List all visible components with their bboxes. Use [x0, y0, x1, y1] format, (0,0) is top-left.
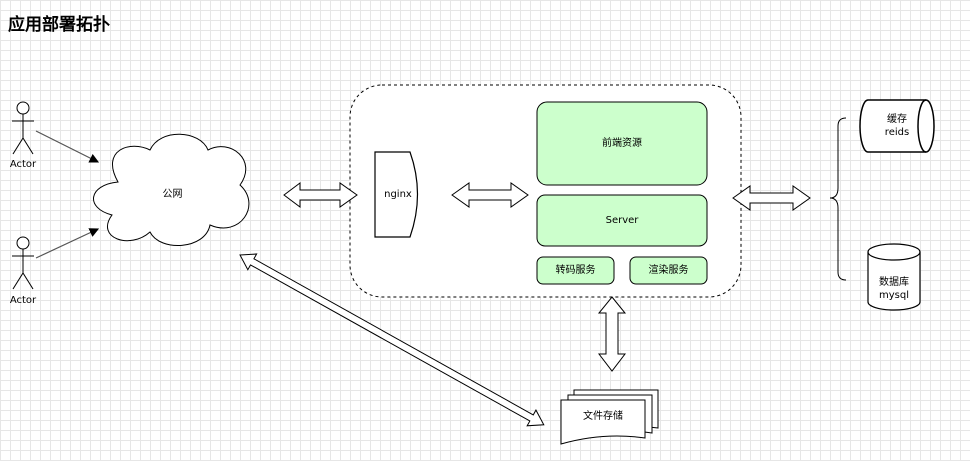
cloud-nginx-arrow: [283, 182, 358, 208]
frontend-resources-node[interactable]: [536, 101, 708, 186]
storage-brace: [829, 117, 847, 281]
actor-figure[interactable]: [12, 236, 34, 290]
file-storage-node[interactable]: [560, 389, 659, 445]
cloud-label: 公网: [162, 189, 183, 200]
actor-label: Actor: [9, 295, 37, 306]
actor-label: Actor: [9, 159, 37, 170]
render-service-node[interactable]: [629, 256, 708, 285]
render-service-label: 渲染服务: [648, 265, 689, 276]
database-label: 数据库: [879, 277, 909, 288]
cluster-storage-arrow: [732, 185, 811, 211]
nginx-label: nginx: [384, 189, 412, 200]
nginx-node[interactable]: [374, 151, 419, 238]
transcode-service-node[interactable]: [536, 256, 615, 285]
transcode-service-label: 转码服务: [555, 265, 596, 276]
actor-arrow: [35, 228, 100, 259]
file-storage-label: 文件存储: [583, 411, 623, 422]
server-label: Server: [605, 215, 639, 226]
server-node[interactable]: [536, 194, 708, 247]
actor-figure[interactable]: [12, 101, 34, 155]
page-title: 应用部署拓扑: [8, 15, 110, 35]
cache-node[interactable]: [859, 99, 935, 153]
cloud-file-arrow: [239, 253, 545, 427]
cloud-shape[interactable]: [93, 133, 250, 246]
database-sublabel: mysql: [879, 290, 909, 301]
frontend-resources-label: 前端资源: [602, 138, 642, 149]
nginx-frontend-arrow: [451, 182, 529, 208]
cache-sublabel: reids: [884, 127, 910, 138]
database-node[interactable]: [867, 243, 921, 311]
cache-label: 缓存: [887, 114, 907, 125]
cluster-file-arrow: [597, 296, 627, 372]
actor-arrow: [35, 130, 100, 163]
